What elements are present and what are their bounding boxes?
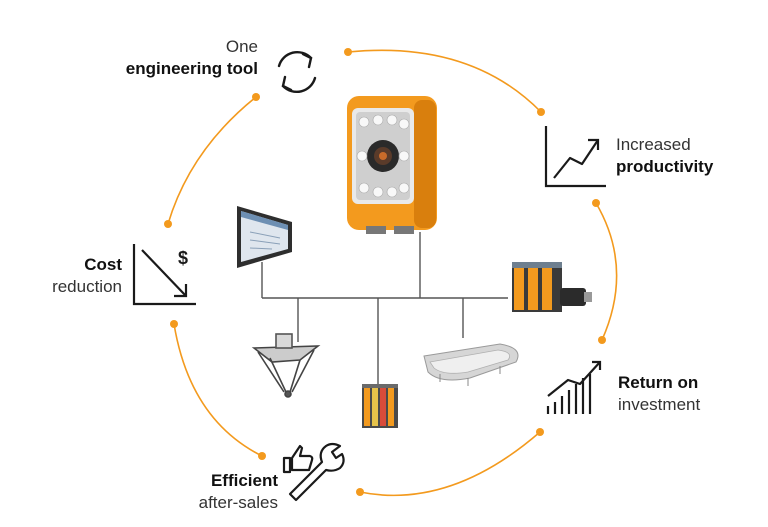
arc-left [167, 96, 257, 225]
benefit-productivity-bold: productivity [616, 157, 714, 176]
track-system-icon [423, 343, 519, 386]
refresh-cycle-icon [277, 50, 317, 94]
benefit-cost-light: reduction [52, 277, 122, 296]
dot [592, 199, 600, 207]
benefit-aftersales-light: after-sales [198, 493, 278, 512]
arc-top [347, 49, 542, 113]
bar-growth-chart-icon [546, 360, 602, 414]
benefit-productivity-light: Increased [616, 135, 691, 154]
arc-bottom-left [173, 323, 263, 457]
benefit-roi-light: investment [618, 395, 701, 414]
benefit-productivity-label: Increased productivity [616, 134, 713, 178]
dot [356, 488, 364, 496]
benefit-aftersales-label: Efficient after-sales [140, 470, 278, 514]
dollar-sign-icon: $ [178, 248, 188, 268]
orange-dots [164, 48, 606, 496]
arc-right [595, 202, 618, 341]
dot [536, 428, 544, 436]
benefit-cost-label: Cost reduction [20, 254, 122, 298]
network-lines [261, 232, 508, 385]
arc-bottom-right [359, 431, 541, 497]
benefit-aftersales-bold: Efficient [210, 471, 278, 490]
dot [170, 320, 178, 328]
servo-drive-icon [512, 262, 592, 312]
dot [258, 452, 266, 460]
dot [598, 336, 606, 344]
benefit-engineering-label: One engineering tool [96, 36, 258, 80]
trend-up-chart-icon [544, 126, 606, 188]
benefit-engineering-light: One [225, 37, 258, 56]
benefit-cost-bold: Cost [84, 255, 122, 274]
thumbs-up-wrench-icon [282, 442, 345, 502]
io-module-icon [362, 384, 398, 428]
cost-down-chart-icon [132, 244, 196, 306]
dot [344, 48, 352, 56]
dot [537, 108, 545, 116]
dot [252, 93, 260, 101]
hmi-panel-icon [237, 206, 292, 268]
benefit-engineering-bold: engineering tool [125, 59, 258, 78]
benefit-roi-bold: Return on [618, 373, 699, 392]
benefit-roi-label: Return on investment [618, 372, 700, 416]
dot [164, 220, 172, 228]
orange-cycle-arcs [167, 49, 618, 497]
delta-robot-icon [251, 333, 321, 398]
smart-camera-icon [347, 96, 437, 234]
